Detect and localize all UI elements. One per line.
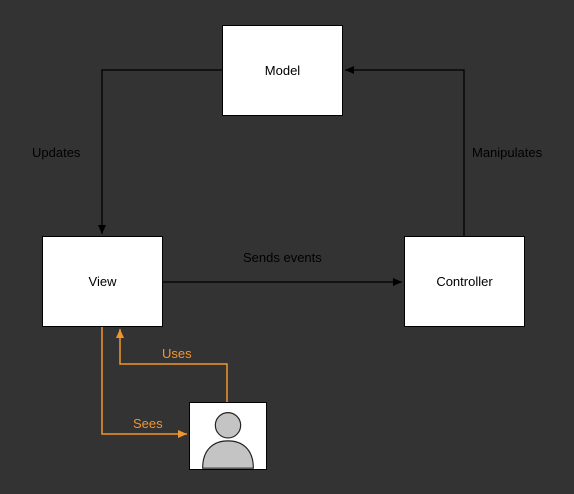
view-box[interactable]: View [42, 236, 163, 327]
user-avatar-icon [202, 412, 254, 469]
model-box[interactable]: Model [222, 25, 343, 116]
edge-label-sends-events: Sends events [243, 250, 322, 265]
edge-label-manipulates: Manipulates [472, 145, 543, 160]
edge-updates [98, 69, 222, 234]
edge-label-sees: Sees [133, 416, 163, 431]
edge-manipulates [345, 66, 465, 236]
view-label: View [88, 274, 117, 289]
model-label: Model [264, 63, 301, 78]
controller-label: Controller [436, 274, 493, 289]
edge-sees [101, 327, 187, 438]
edge-label-updates: Updates [32, 145, 81, 160]
user-box[interactable] [189, 402, 267, 470]
controller-box[interactable]: Controller [404, 236, 525, 327]
edge-label-uses: Uses [162, 346, 192, 361]
edge-uses [116, 329, 228, 402]
